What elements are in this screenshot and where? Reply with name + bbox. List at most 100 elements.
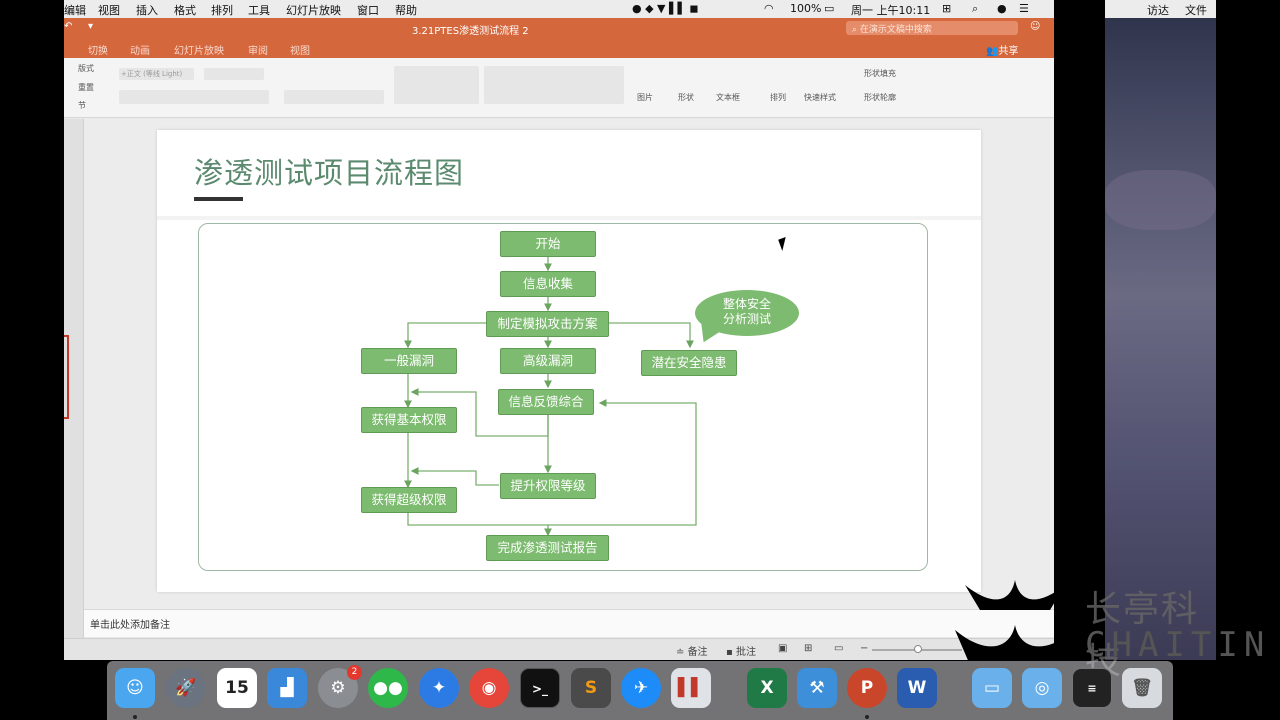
search-placeholder: 在演示文稿中搜索 [859, 25, 932, 35]
menu-window[interactable]: 窗口 [357, 4, 379, 17]
ribbon: 版式 重置 节 +正文 (等线 Light) 图片 形状 文本框 排列 快速样式… [64, 58, 1054, 118]
xcode-icon[interactable]: ⚒ [797, 668, 837, 708]
status-icons: ● ◆ ▼ ▌▌ ◼ [632, 2, 699, 15]
tab-slideshow[interactable]: 幻灯片放映 [174, 46, 224, 57]
textbox-button[interactable]: 文本框 [716, 93, 740, 102]
launchpad-icon[interactable]: 🚀 [166, 668, 206, 708]
picture-button[interactable]: 图片 [637, 93, 653, 102]
flow-plan[interactable]: 制定模拟攻击方案 [486, 311, 609, 337]
wechat-icon[interactable]: ●● [368, 668, 408, 708]
undo-icon[interactable]: ↶ [64, 21, 73, 32]
excel-icon[interactable]: X [747, 668, 787, 708]
align-group[interactable] [484, 66, 624, 104]
share-label: 共享 [998, 46, 1019, 57]
menu-insert[interactable]: 插入 [136, 4, 158, 17]
font-name-select[interactable]: +正文 (等线 Light) [119, 68, 194, 80]
menu-tools[interactable]: 工具 [248, 4, 270, 17]
font-format-group[interactable] [119, 90, 269, 104]
reset-button[interactable]: 重置 [78, 83, 94, 92]
flow-escalate[interactable]: 提升权限等级 [500, 473, 596, 499]
sorter-view-icon[interactable]: ⊞ [804, 643, 813, 654]
clock[interactable]: 周一 上午10:11 [851, 4, 931, 17]
search-icon: ⌕ [852, 25, 860, 35]
arrange-button[interactable]: 排列 [770, 93, 786, 102]
input-method-icon[interactable]: ⊞ [942, 2, 952, 15]
slide[interactable]: 渗透测试项目流程图 [157, 130, 981, 592]
safari-icon[interactable]: ✦ [419, 668, 459, 708]
siri-icon[interactable]: ● [997, 2, 1007, 15]
menu-file[interactable]: 文件 [1185, 4, 1207, 17]
shape-button[interactable]: 形状 [678, 93, 694, 102]
powerpoint-icon[interactable]: P [847, 668, 887, 708]
title-underline [194, 197, 243, 201]
slide-title[interactable]: 渗透测试项目流程图 [194, 156, 465, 190]
flow-collect[interactable]: 信息收集 [500, 271, 596, 297]
watermark: 长亭科技 CHAITIN [950, 570, 1264, 682]
wifi-icon[interactable]: ◠ [764, 2, 774, 15]
paragraph-group[interactable] [284, 90, 384, 104]
menu-format[interactable]: 格式 [174, 4, 196, 17]
calendar-day: 15 [225, 678, 249, 698]
flow-hidden-risk[interactable]: 潜在安全隐患 [641, 350, 737, 376]
section-button[interactable]: 节 [78, 101, 86, 110]
tab-transitions[interactable]: 切换 [88, 46, 108, 57]
terminal-icon[interactable]: >_ [520, 668, 560, 708]
search-input[interactable]: ⌕ 在演示文稿中搜索 [846, 21, 1018, 35]
flow-start[interactable]: 开始 [500, 231, 596, 257]
menu-edit[interactable]: 编辑 [64, 4, 86, 17]
menu-help[interactable]: 帮助 [395, 4, 417, 17]
reading-view-icon[interactable]: ▭ [834, 643, 844, 654]
downloads-folder-icon[interactable]: ◎ [1022, 668, 1062, 708]
layout-button[interactable]: 版式 [78, 64, 94, 73]
chrome-icon[interactable]: ◉ [469, 668, 509, 708]
trash-icon[interactable]: 🗑 [1122, 668, 1162, 708]
finder-icon[interactable]: ☺ [115, 668, 155, 708]
status-bar: ≐ 备注 ▪ 批注 ▣ ⊞ ▭ − [64, 638, 1054, 660]
menu-finder[interactable]: 访达 [1147, 4, 1169, 17]
callout-line-1: 整体安全 [722, 297, 771, 311]
flow-general-vuln[interactable]: 一般漏洞 [361, 348, 457, 374]
flowchart-frame[interactable] [198, 223, 928, 571]
normal-view-icon[interactable]: ▣ [778, 643, 788, 654]
menu-arrange[interactable]: 排列 [211, 4, 233, 17]
smiley-icon[interactable]: ☺ [1030, 21, 1041, 32]
tab-review[interactable]: 审阅 [248, 46, 268, 57]
quick-style-button[interactable]: 快速样式 [804, 93, 836, 102]
notification-icon[interactable]: ☰ [1019, 2, 1029, 15]
calendar-icon[interactable]: 15 [217, 668, 257, 708]
flow-super-priv[interactable]: 获得超级权限 [361, 487, 457, 513]
parallels-icon[interactable]: ▌▌ [671, 668, 711, 708]
selected-thumbnail[interactable] [64, 335, 69, 419]
settings-badge: 2 [347, 665, 362, 680]
dingtalk-icon[interactable]: ✈ [621, 668, 661, 708]
thumbnail-pane[interactable] [64, 119, 84, 639]
screen-icon[interactable]: ≡ [1072, 668, 1112, 708]
tab-view[interactable]: 视图 [290, 46, 310, 57]
customize-icon[interactable]: ▾ [88, 21, 94, 32]
shape-outline-button[interactable]: 形状轮廓 [864, 93, 896, 102]
flow-basic-priv[interactable]: 获得基本权限 [361, 407, 457, 433]
notes-pane[interactable]: 单击此处添加备注 [84, 609, 1054, 637]
folder-icon[interactable]: ▭ [972, 668, 1012, 708]
flow-feedback[interactable]: 信息反馈综合 [498, 389, 594, 415]
callout-bubble[interactable]: 整体安全 分析测试 [695, 290, 799, 336]
font-size-select[interactable] [204, 68, 264, 80]
sublime-text-icon[interactable]: S [571, 668, 611, 708]
word-icon[interactable]: W [897, 668, 937, 708]
flowchart-connectors [404, 256, 697, 537]
comments-button[interactable]: ▪ 批注 [726, 643, 756, 658]
menu-view[interactable]: 视图 [98, 4, 120, 17]
battery-icon[interactable]: ▭ [824, 2, 835, 15]
menu-slideshow[interactable]: 幻灯片放映 [286, 4, 341, 17]
flow-report[interactable]: 完成渗透测试报告 [486, 535, 609, 561]
spotlight-icon[interactable]: ⌕ [972, 2, 979, 15]
smartart-group[interactable] [394, 66, 479, 104]
shape-fill-button[interactable]: 形状填充 [864, 69, 896, 78]
zoom-out-icon[interactable]: − [860, 643, 869, 654]
tab-animations[interactable]: 动画 [130, 46, 150, 57]
share-button[interactable]: 👥共享 [986, 42, 1018, 57]
keynote-icon[interactable]: ▟ [267, 668, 307, 708]
flow-advanced-vuln[interactable]: 高级漏洞 [500, 348, 596, 374]
zoom-slider-knob[interactable] [914, 645, 922, 653]
notes-toggle-button[interactable]: ≐ 备注 [676, 643, 708, 658]
